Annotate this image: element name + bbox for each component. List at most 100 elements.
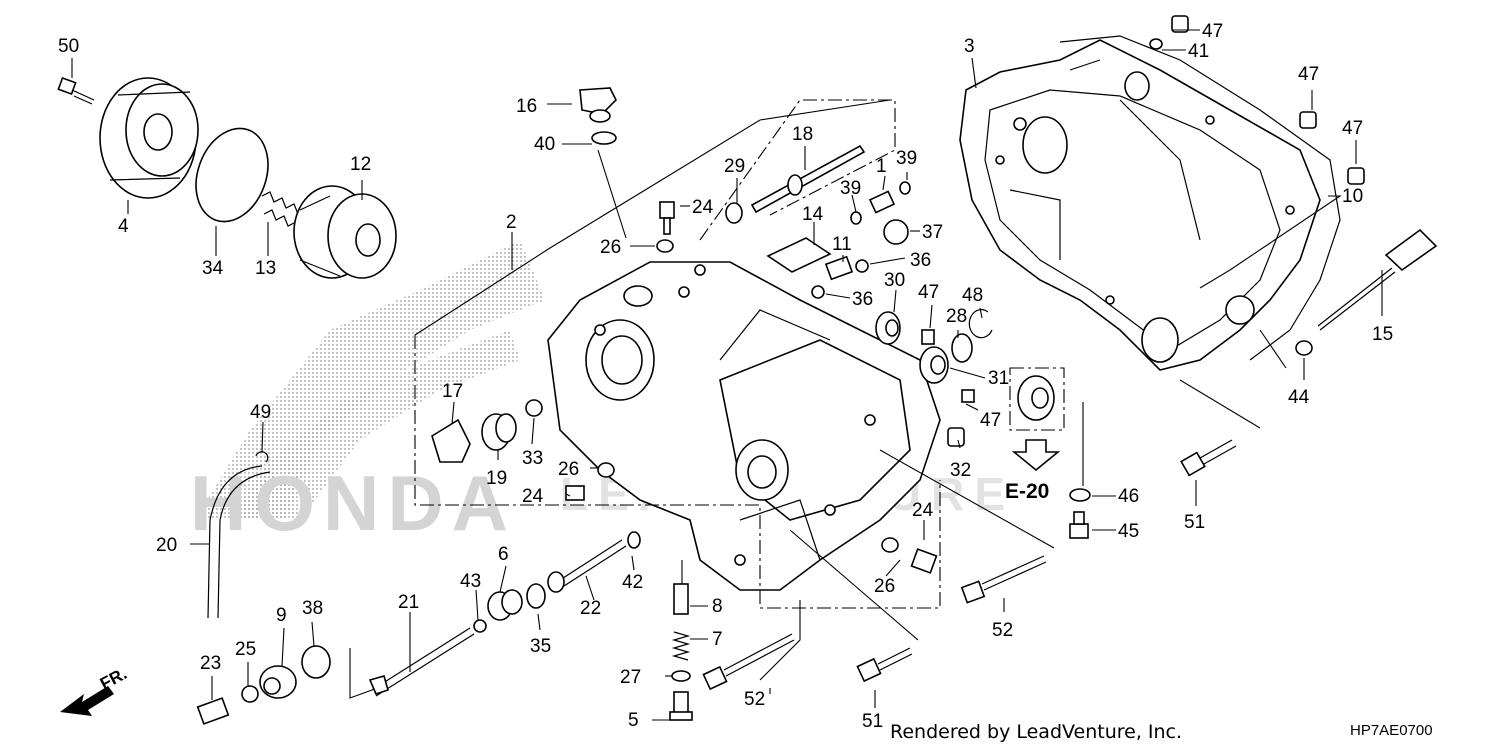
o-ring-34 [195, 127, 269, 223]
callout-44: 44 [1288, 387, 1310, 408]
callout-15: 15 [1372, 324, 1393, 345]
callout-32: 32 [950, 460, 971, 481]
callout-11: 11 [832, 234, 852, 255]
callout-8: 8 [712, 596, 723, 617]
brand-watermark-text: HONDA [190, 459, 516, 547]
callout-25: 25 [235, 639, 256, 660]
section-ref-arrow [1011, 439, 1061, 472]
callout-52a: 52 [992, 620, 1013, 641]
sensor-9 [259, 665, 297, 699]
callout-41: 41 [1188, 41, 1209, 62]
washer-33 [525, 399, 543, 417]
callout-24c: 24 [912, 500, 934, 521]
callout-36a: 36 [910, 250, 931, 271]
washer-29 [725, 202, 743, 224]
callout-13: 13 [255, 258, 276, 279]
diagram-code: HP7AE0700 [1350, 722, 1433, 739]
callout-47d: 47 [918, 282, 939, 303]
callout-12: 12 [350, 154, 371, 175]
o-ring-35 [526, 583, 546, 609]
spring-7 [671, 631, 691, 661]
bearing-30 [875, 311, 901, 345]
bolt-5 [669, 691, 693, 721]
bolt-52-right [960, 555, 1047, 604]
washer-46 [1069, 488, 1091, 502]
o-ring-44 [1295, 340, 1313, 356]
fitting-1 [868, 190, 896, 214]
washer-42 [627, 531, 641, 549]
bolt-52-bottom [702, 633, 795, 691]
callout-39a: 39 [840, 178, 861, 199]
callout-36b: 36 [852, 289, 873, 310]
bolt-51-right [1180, 439, 1237, 477]
switch-23 [196, 697, 230, 725]
filler-cap-16 [579, 87, 617, 123]
washer-36b [811, 285, 825, 299]
sensor-17 [431, 418, 471, 463]
shaft-18 [750, 144, 866, 214]
o-ring-40 [591, 131, 617, 145]
callout-51b: 51 [862, 711, 883, 732]
front-arrow-icon [60, 686, 114, 716]
callout-24b: 24 [522, 486, 544, 507]
callout-27: 27 [620, 667, 641, 688]
callout-26c: 26 [874, 576, 895, 597]
callout-47a: 47 [1202, 21, 1223, 42]
seal-28 [951, 333, 973, 363]
callout-4: 4 [118, 216, 129, 237]
callout-47c: 47 [1342, 118, 1363, 139]
washer-43 [473, 619, 487, 633]
washer-41 [1149, 38, 1163, 50]
collar-32 [947, 427, 965, 447]
callout-29: 29 [724, 156, 745, 177]
callout-10: 10 [1342, 186, 1363, 207]
washer-25 [241, 685, 259, 703]
callout-18: 18 [792, 124, 813, 145]
pin-8 [673, 583, 689, 615]
assembly-boundary [414, 335, 941, 609]
callout-26a: 26 [600, 237, 621, 258]
callout-35: 35 [530, 636, 551, 657]
callout-26b: 26 [558, 459, 579, 480]
dowel-47-low [961, 389, 975, 403]
leader-lines [71, 29, 1383, 721]
callout-28: 28 [946, 306, 967, 327]
rod-21 [368, 627, 475, 697]
callout-45: 45 [1118, 521, 1139, 542]
plug-19 [481, 413, 517, 451]
callout-46: 46 [1118, 486, 1139, 507]
bolt-24-right [910, 548, 938, 574]
callout-labels: 1 2 3 4 5 6 7 8 9 10 11 12 13 14 15 16 1… [58, 21, 1393, 732]
gasket-10 [1059, 35, 1341, 361]
callout-3: 3 [964, 36, 975, 57]
callout-5: 5 [628, 710, 639, 731]
oil-filter-cover [99, 77, 199, 199]
callout-37: 37 [922, 222, 943, 243]
dowel-47-r2 [1347, 167, 1365, 185]
callout-24a: 24 [692, 197, 714, 218]
washer-26-right [881, 537, 899, 553]
washer-27 [671, 670, 691, 682]
callout-40: 40 [534, 134, 555, 155]
callout-38: 38 [302, 598, 323, 619]
o-ring-38 [301, 645, 331, 679]
bolt-45 [1069, 511, 1089, 539]
callout-17: 17 [442, 381, 463, 402]
o-ring-37 [883, 219, 909, 245]
dipstick-15 [1317, 228, 1438, 331]
seal-14 [766, 237, 832, 273]
callout-6: 6 [498, 544, 509, 565]
callout-19: 19 [486, 468, 507, 489]
washer-36a [855, 259, 869, 273]
oil-filter-12 [293, 185, 397, 279]
bolt-22 [547, 539, 627, 593]
clip-49 [255, 451, 269, 463]
dowel-47-r1 [1299, 111, 1317, 129]
washer-39a [850, 211, 862, 225]
callout-51a: 51 [1184, 512, 1205, 533]
section-ref-label: E-20 [1005, 480, 1049, 503]
front-indicator-label: FR. [97, 664, 130, 694]
bolt-51-bottom [856, 647, 913, 683]
bolt-24-left [565, 485, 585, 501]
callout-47b: 47 [1298, 64, 1319, 85]
